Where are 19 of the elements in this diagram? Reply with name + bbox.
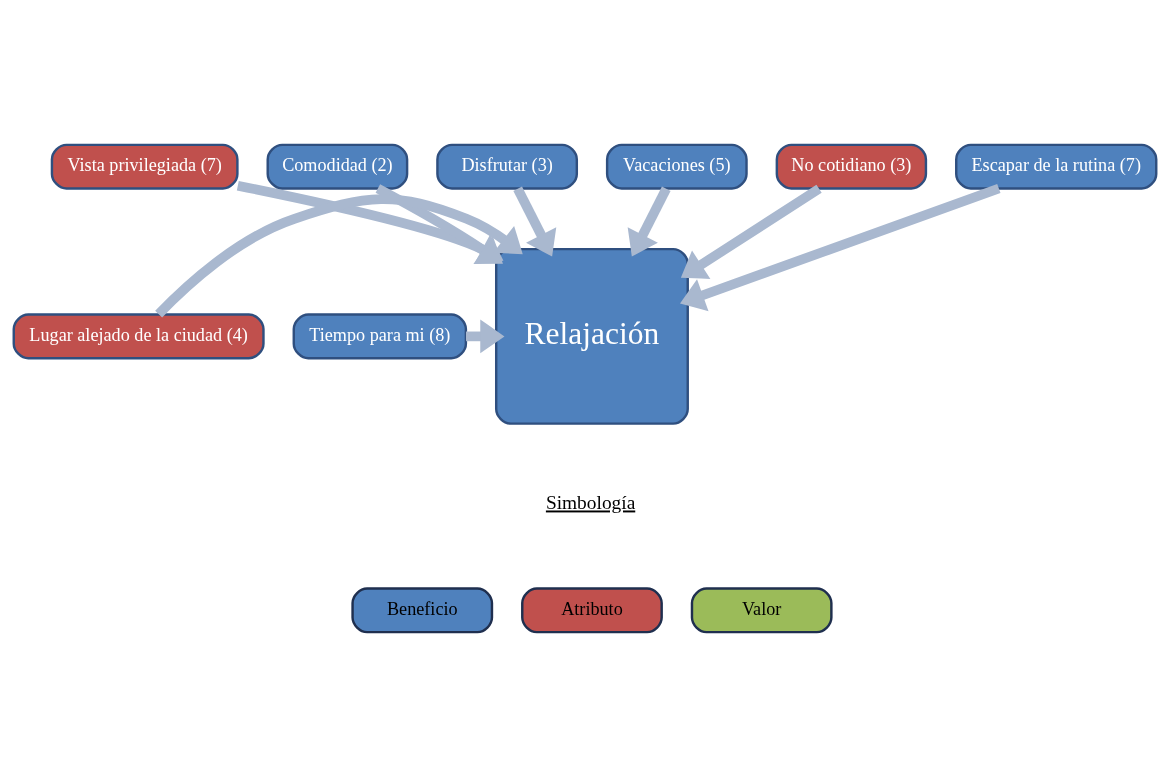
legend-label: Valor (741, 598, 782, 619)
node-box: Vista privilegiada (7) (50, 143, 239, 190)
legend-label: Atributo (561, 598, 623, 619)
node-box: Comodidad (2) (266, 143, 409, 190)
arrow (680, 184, 1001, 312)
arrow (627, 186, 671, 257)
arrow (466, 319, 505, 354)
node-box: Tiempo para mi (8) (292, 313, 468, 360)
label: Simbología (545, 492, 636, 514)
node-box: No cotidiano (3) (775, 143, 928, 190)
node-box: Relajación (495, 247, 689, 425)
node-box: Escapar de la rutina (7) (955, 143, 1158, 190)
node-box: Lugar alejado de la ciudad (4) (12, 313, 265, 360)
arrow (155, 194, 523, 318)
arrow (513, 186, 557, 257)
arrow (680, 184, 822, 279)
node-box: Disfrutar (3) (436, 143, 579, 190)
legend-label: Beneficio (386, 598, 458, 619)
node-box: Vacaciones (5) (605, 143, 748, 190)
